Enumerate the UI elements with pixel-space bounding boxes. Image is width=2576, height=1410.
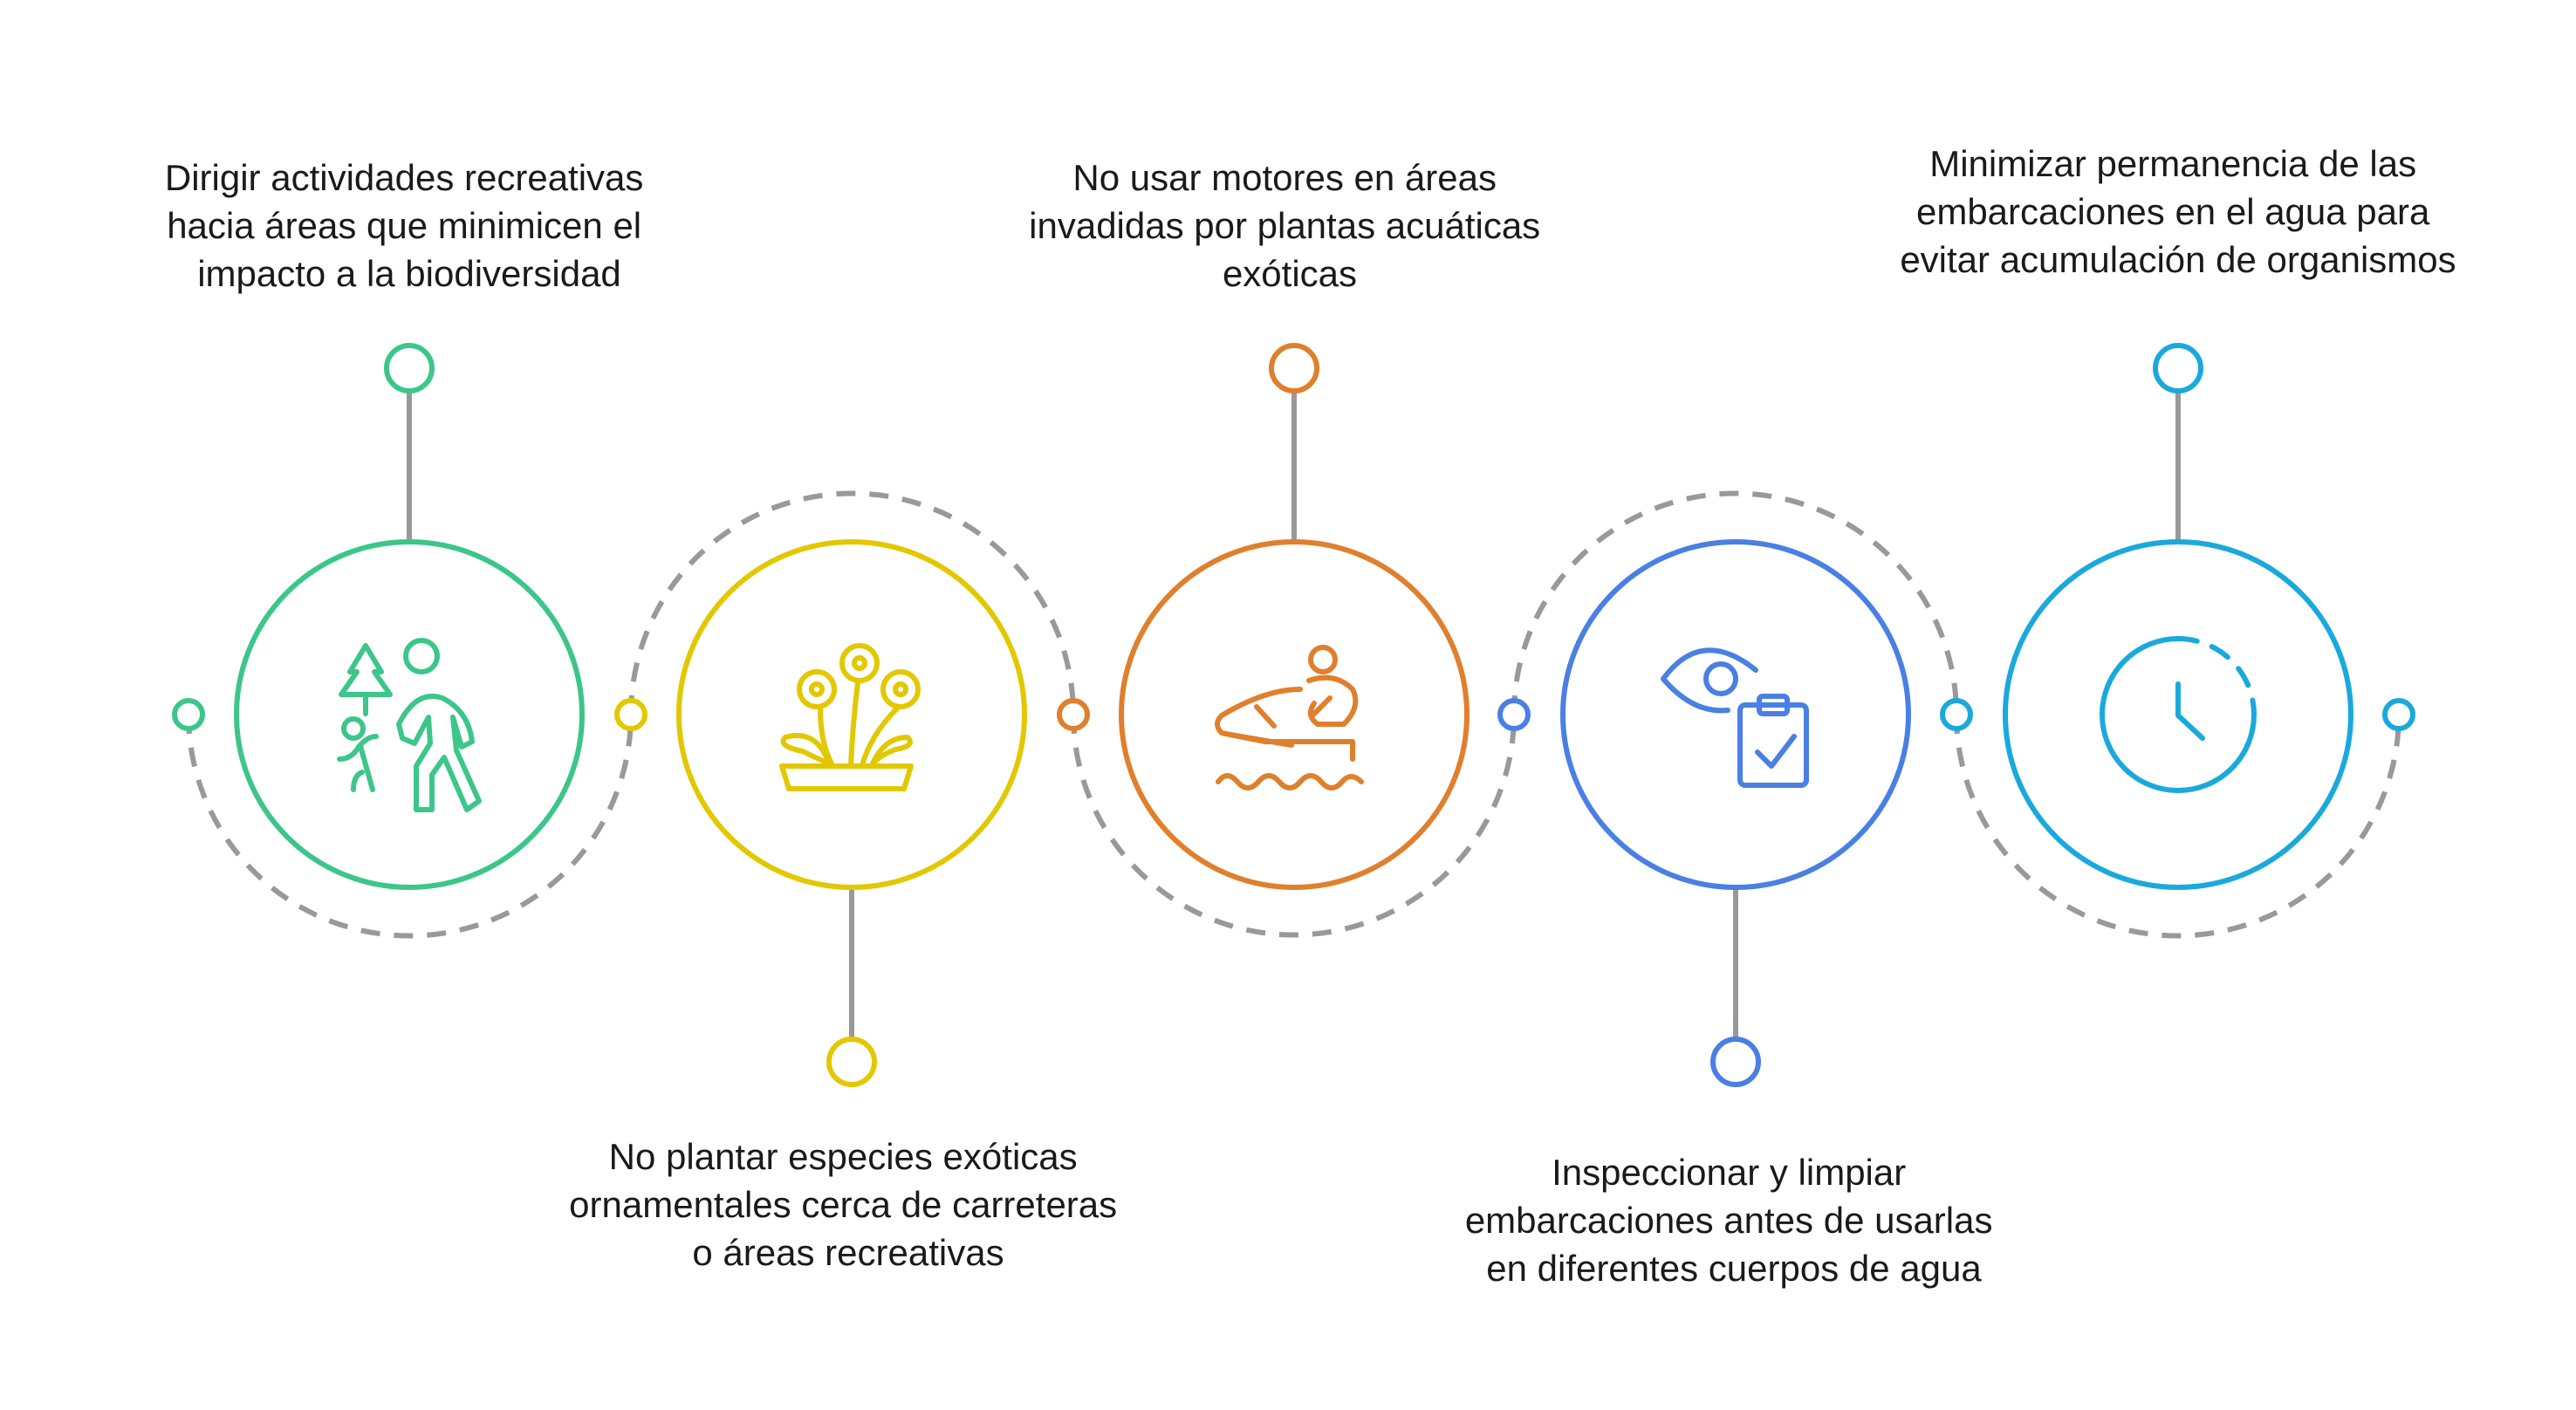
step-1: Dirigir actividades recreativas hacia ár… (165, 157, 654, 890)
step-3: No usar motores en áreas invadidas por p… (1029, 157, 1551, 890)
step-4-circle (1560, 539, 1911, 890)
step-4-node (1710, 1037, 1761, 1087)
dashed-connectors (186, 490, 2401, 939)
step-1-node (384, 343, 435, 394)
arc-5 (1954, 714, 2401, 939)
step-5-node (2153, 343, 2203, 394)
arc-1 (186, 714, 634, 939)
eye-clipboard-icon (1661, 647, 1809, 788)
arc-2 (628, 490, 1076, 715)
step-5: Minimizar permanencia de las embarcacion… (1900, 143, 2456, 890)
step-1-label: Dirigir actividades recreativas hacia ár… (165, 157, 654, 294)
flower-pot-icon (779, 643, 921, 791)
step-2-label: No plantar especies exóticas ornamentale… (569, 1136, 1127, 1273)
step-2-circle (676, 539, 1027, 890)
step-4-label: Inspeccionar y limpiar embarcaciones ant… (1465, 1152, 2003, 1289)
step-2: No plantar especies exóticas ornamentale… (569, 539, 1127, 1273)
step-1-circle (234, 539, 585, 890)
step-3-node (1269, 343, 1319, 394)
side-nodes (172, 698, 2415, 731)
step-5-label: Minimizar permanencia de las embarcacion… (1900, 143, 2456, 280)
stems (407, 393, 2181, 1037)
step-3-circle (1119, 539, 1470, 890)
clock-icon (2100, 636, 2257, 793)
step-3-label: No usar motores en áreas invadidas por p… (1029, 157, 1551, 294)
arc-4 (1511, 490, 1959, 715)
jet-ski-icon (1215, 645, 1364, 791)
arc-3 (1071, 714, 1517, 938)
hikers-tree-icon (337, 638, 482, 812)
step-2-node (826, 1037, 877, 1087)
step-4: Inspeccionar y limpiar embarcaciones ant… (1465, 539, 2003, 1289)
